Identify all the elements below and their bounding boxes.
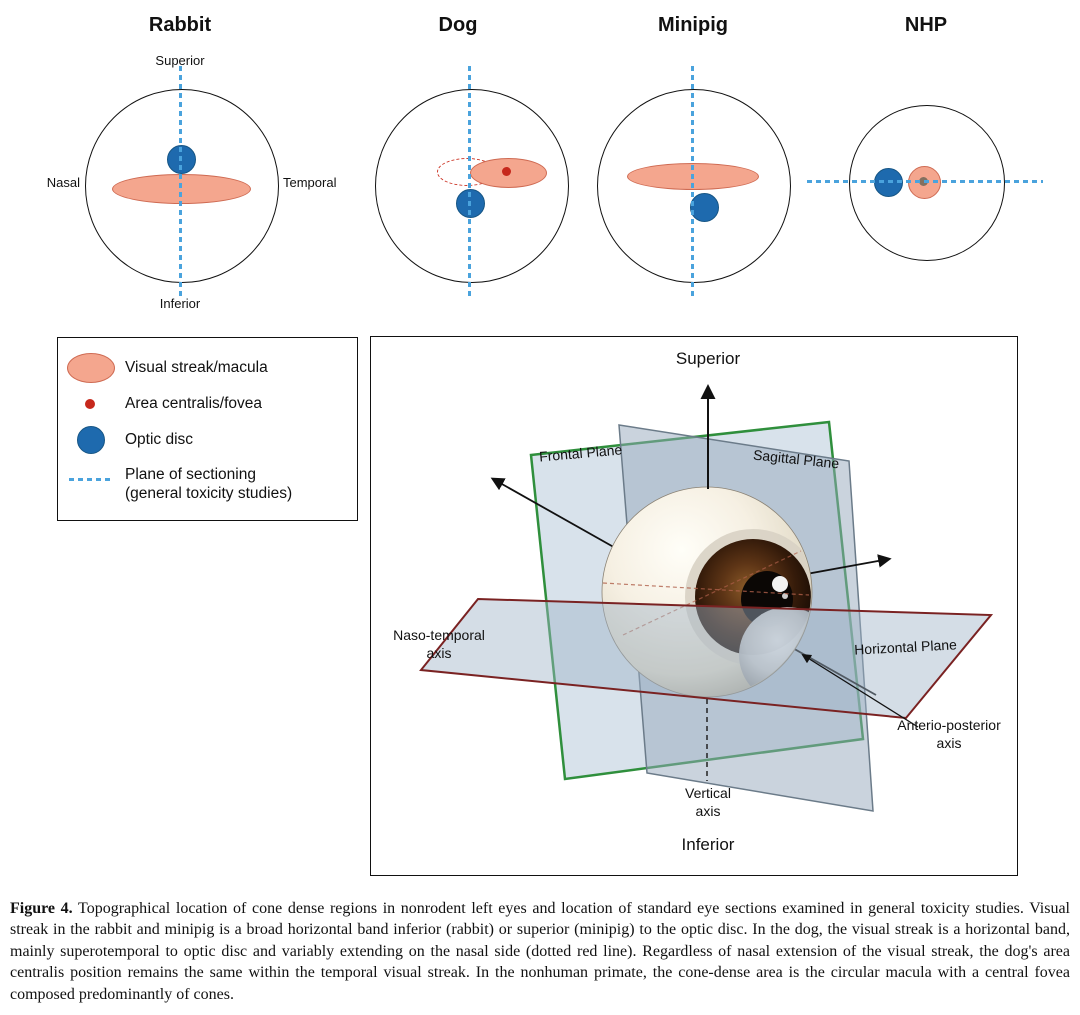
anterio-posterior-axis-label-line1: Anterio-posterior <box>897 717 1001 733</box>
eye-3d-svg <box>419 384 994 812</box>
panel-title-rabbit: Rabbit <box>148 14 212 36</box>
panel-title-dog: Dog <box>438 14 478 36</box>
legend-box: Visual streak/macula Area centralis/fove… <box>57 337 358 521</box>
figure-caption-label: Figure 4. <box>10 900 73 917</box>
inferior-3d-label: Inferior <box>681 835 735 854</box>
dashed-axis-line-2 <box>622 550 802 636</box>
naso-temporal-axis-label-line1: Naso-temporal <box>393 627 485 643</box>
dashed-axis-line-1 <box>602 582 810 596</box>
dog-area-centralis <box>502 167 511 176</box>
rabbit-temporal-label: Temporal <box>283 175 337 190</box>
nhp-section-line <box>807 180 1043 183</box>
legend-area-centralis-icon <box>85 399 95 409</box>
legend-optic-disc-label: Optic disc <box>125 431 194 448</box>
legend-plane-label-line1: Plane of sectioning <box>125 466 256 483</box>
legend-plane-label-line2: (general toxicity studies) <box>125 485 293 502</box>
panel-title-minipig: Minipig <box>658 14 728 36</box>
vertical-axis-label-line1: Vertical <box>685 785 731 801</box>
specular-highlight-small <box>782 593 788 599</box>
rabbit-inferior-label: Inferior <box>159 296 201 311</box>
dog-section-line <box>468 66 471 300</box>
rabbit-section-line <box>179 66 182 300</box>
legend-visual-streak-label: Visual streak/macula <box>125 359 268 376</box>
minipig-section-line <box>691 66 694 300</box>
superior-3d-label: Superior <box>675 349 741 368</box>
legend-visual-streak-icon <box>67 353 115 383</box>
eyeball-3d <box>601 486 813 698</box>
legend-section-line-icon <box>69 478 111 481</box>
eye-3d-box: Superior Frontal Plane Sagittal Plane Ho… <box>370 336 1018 876</box>
rabbit-nasal-label: Nasal <box>46 175 80 190</box>
vertical-axis-label-line2: axis <box>695 803 721 819</box>
legend-optic-disc-icon <box>77 426 105 454</box>
legend-area-centralis-label: Area centralis/fovea <box>125 395 262 412</box>
specular-highlight <box>772 576 788 592</box>
anterio-posterior-leader-line <box>801 653 919 728</box>
panel-title-nhp: NHP <box>904 14 948 36</box>
figure-caption-text: Topographical location of cone dense reg… <box>10 900 1071 1003</box>
dog-eye-outline <box>375 89 569 283</box>
minipig-optic-disc <box>690 193 719 222</box>
minipig-eye-outline <box>597 89 791 283</box>
lens-cutaway <box>739 607 811 696</box>
rabbit-superior-label: Superior <box>155 53 205 68</box>
horizontal-plane <box>419 597 994 720</box>
anterio-posterior-axis-label-line2: axis <box>936 735 962 751</box>
naso-temporal-axis-label-line2: axis <box>426 645 452 661</box>
figure-caption: Figure 4. Topographical location of cone… <box>10 898 1070 1005</box>
